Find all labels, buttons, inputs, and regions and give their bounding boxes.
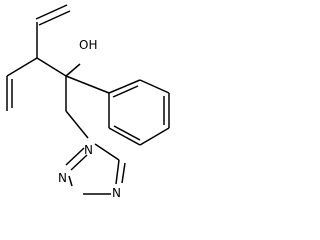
bond-upper-vinyl-double-b [38,10,71,26]
bond-methylene-to-n1 [65,110,89,139]
triazole-bond-n2-n1-a [65,147,85,166]
backbone [36,57,89,139]
phenyl-bond-4 [139,127,170,146]
bond-carbon-to-oh [65,63,81,77]
lower-vinyl-group [6,57,38,111]
triazole-n1-label: N [84,143,93,157]
phenyl-ring [65,75,170,146]
triazole-bond-c5-n4-b [121,162,126,184]
bond-carbon-to-phenyl [65,75,110,94]
phenyl-bond-2 [139,79,170,94]
hydroxyl-label: OH [79,38,97,52]
triazole-bond-n1-c5 [94,143,120,161]
triazole-bond-c3-n2 [68,175,73,187]
phenyl-bond-1 [108,79,141,94]
triazole-bond-n2-n1-b [70,154,88,171]
phenyl-bond-5 [108,127,141,146]
phenyl-inner-double-3 [113,125,141,141]
triazole-n2-label: N [58,171,67,185]
triazole-bond-c5-n4-a [115,159,120,185]
chemical-structure-diagram: OH N N N [6,4,170,200]
phenyl-inner-double-1 [112,85,139,98]
upper-vinyl-group [35,4,71,58]
triazole-ring [65,143,126,195]
bond-ch-to-quaternary-carbon [36,57,67,77]
triazole-n4-label: N [112,186,121,200]
bond-upper-vinyl-double-a [35,4,68,20]
bond-lower-vinyl-single [6,57,38,77]
